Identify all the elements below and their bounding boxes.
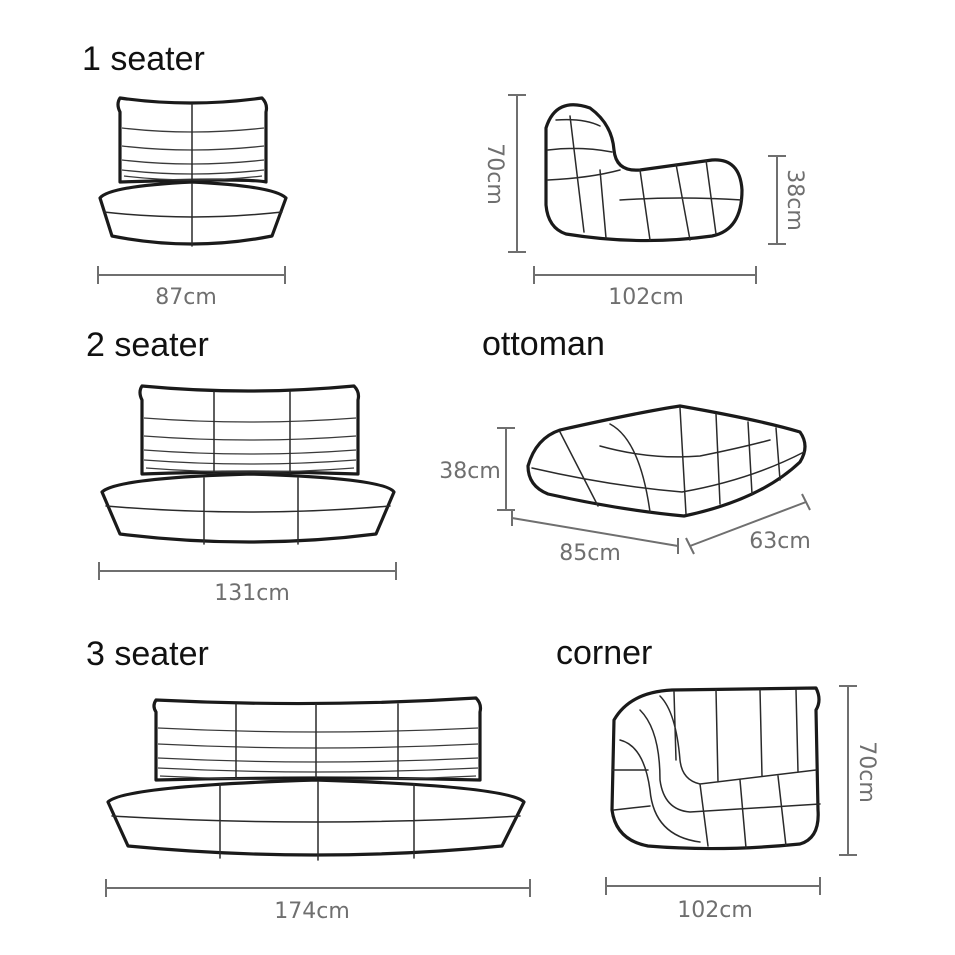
one-seater-height-dimension: 70cm [482,94,526,253]
three-seater-illustration [106,696,526,861]
corner-height-label: 70cm [854,741,879,803]
ottoman-width-label: 85cm [559,541,621,566]
corner-depth-dimension: 102cm [605,877,821,923]
corner-depth-label: 102cm [677,898,753,923]
ottoman-width-dimension: 85cm [511,510,679,566]
one-seater-seat-height-label: 38cm [782,169,807,231]
one-seater-width-label: 87cm [155,285,217,310]
label-2-seater: 2 seater [86,326,209,364]
one-seater-width-dimension: 87cm [97,266,286,310]
three-seater-width-label: 174cm [274,899,350,924]
ottoman-depth-dimension: 63cm [685,493,811,555]
ottoman-illustration [526,404,807,518]
label-1-seater: 1 seater [82,40,205,78]
ottoman-height-label: 38cm [439,459,501,484]
ottoman-depth-label: 63cm [749,529,811,554]
one-seater-front-illustration [98,96,288,247]
ottoman-height-dimension: 38cm [439,427,515,511]
one-seater-seat-height-dimension: 38cm [768,155,807,245]
label-3-seater: 3 seater [86,635,209,673]
label-corner: corner [556,634,653,672]
label-ottoman: ottoman [482,325,605,363]
one-seater-depth-dimension: 102cm [533,266,757,310]
corner-height-dimension: 70cm [839,685,879,856]
two-seater-width-dimension: 131cm [98,562,397,606]
three-seater-width-dimension: 174cm [105,879,531,924]
two-seater-width-label: 131cm [214,581,290,606]
corner-illustration [610,686,821,851]
two-seater-illustration [100,384,396,545]
one-seater-height-label: 70cm [482,143,507,205]
one-seater-side-illustration [544,103,744,243]
one-seater-depth-label: 102cm [608,285,684,310]
